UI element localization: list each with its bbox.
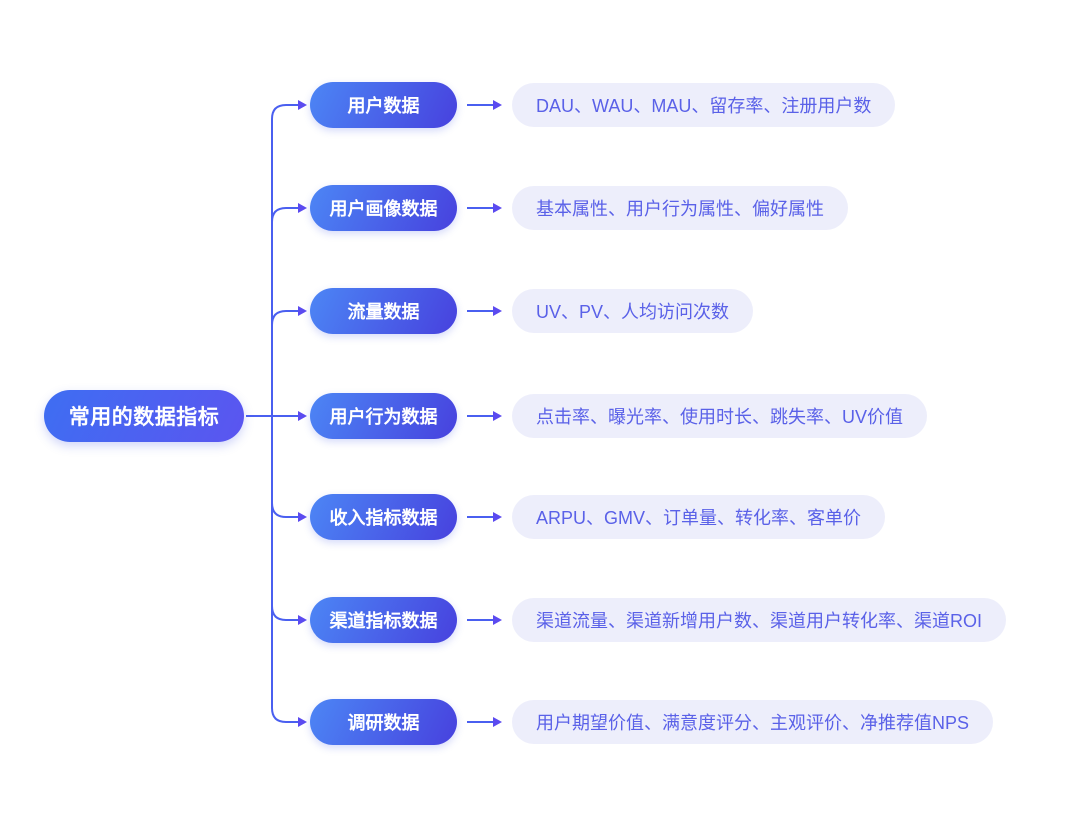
root-node: 常用的数据指标 [44, 390, 244, 442]
metric-pill: DAU、WAU、MAU、留存率、注册用户数 [512, 83, 896, 127]
branch-node: 渠道指标数据 [310, 597, 457, 643]
metric-pill: 用户期望价值、满意度评分、主观评价、净推荐值NPS [512, 700, 994, 744]
metric-pill: 点击率、曝光率、使用时长、跳失率、UV价值 [512, 394, 928, 438]
branch-node: 用户数据 [310, 82, 457, 128]
branch-node: 收入指标数据 [310, 494, 457, 540]
branch-node: 流量数据 [310, 288, 457, 334]
branch-node: 用户行为数据 [310, 393, 457, 439]
metric-pill: 渠道流量、渠道新增用户数、渠道用户转化率、渠道ROI [512, 598, 1006, 642]
metric-pill: ARPU、GMV、订单量、转化率、客单价 [512, 495, 886, 539]
branch-node: 用户画像数据 [310, 185, 457, 231]
metric-pill: 基本属性、用户行为属性、偏好属性 [512, 186, 848, 230]
branch-node: 调研数据 [310, 699, 457, 745]
metric-pill: UV、PV、人均访问次数 [512, 289, 754, 333]
